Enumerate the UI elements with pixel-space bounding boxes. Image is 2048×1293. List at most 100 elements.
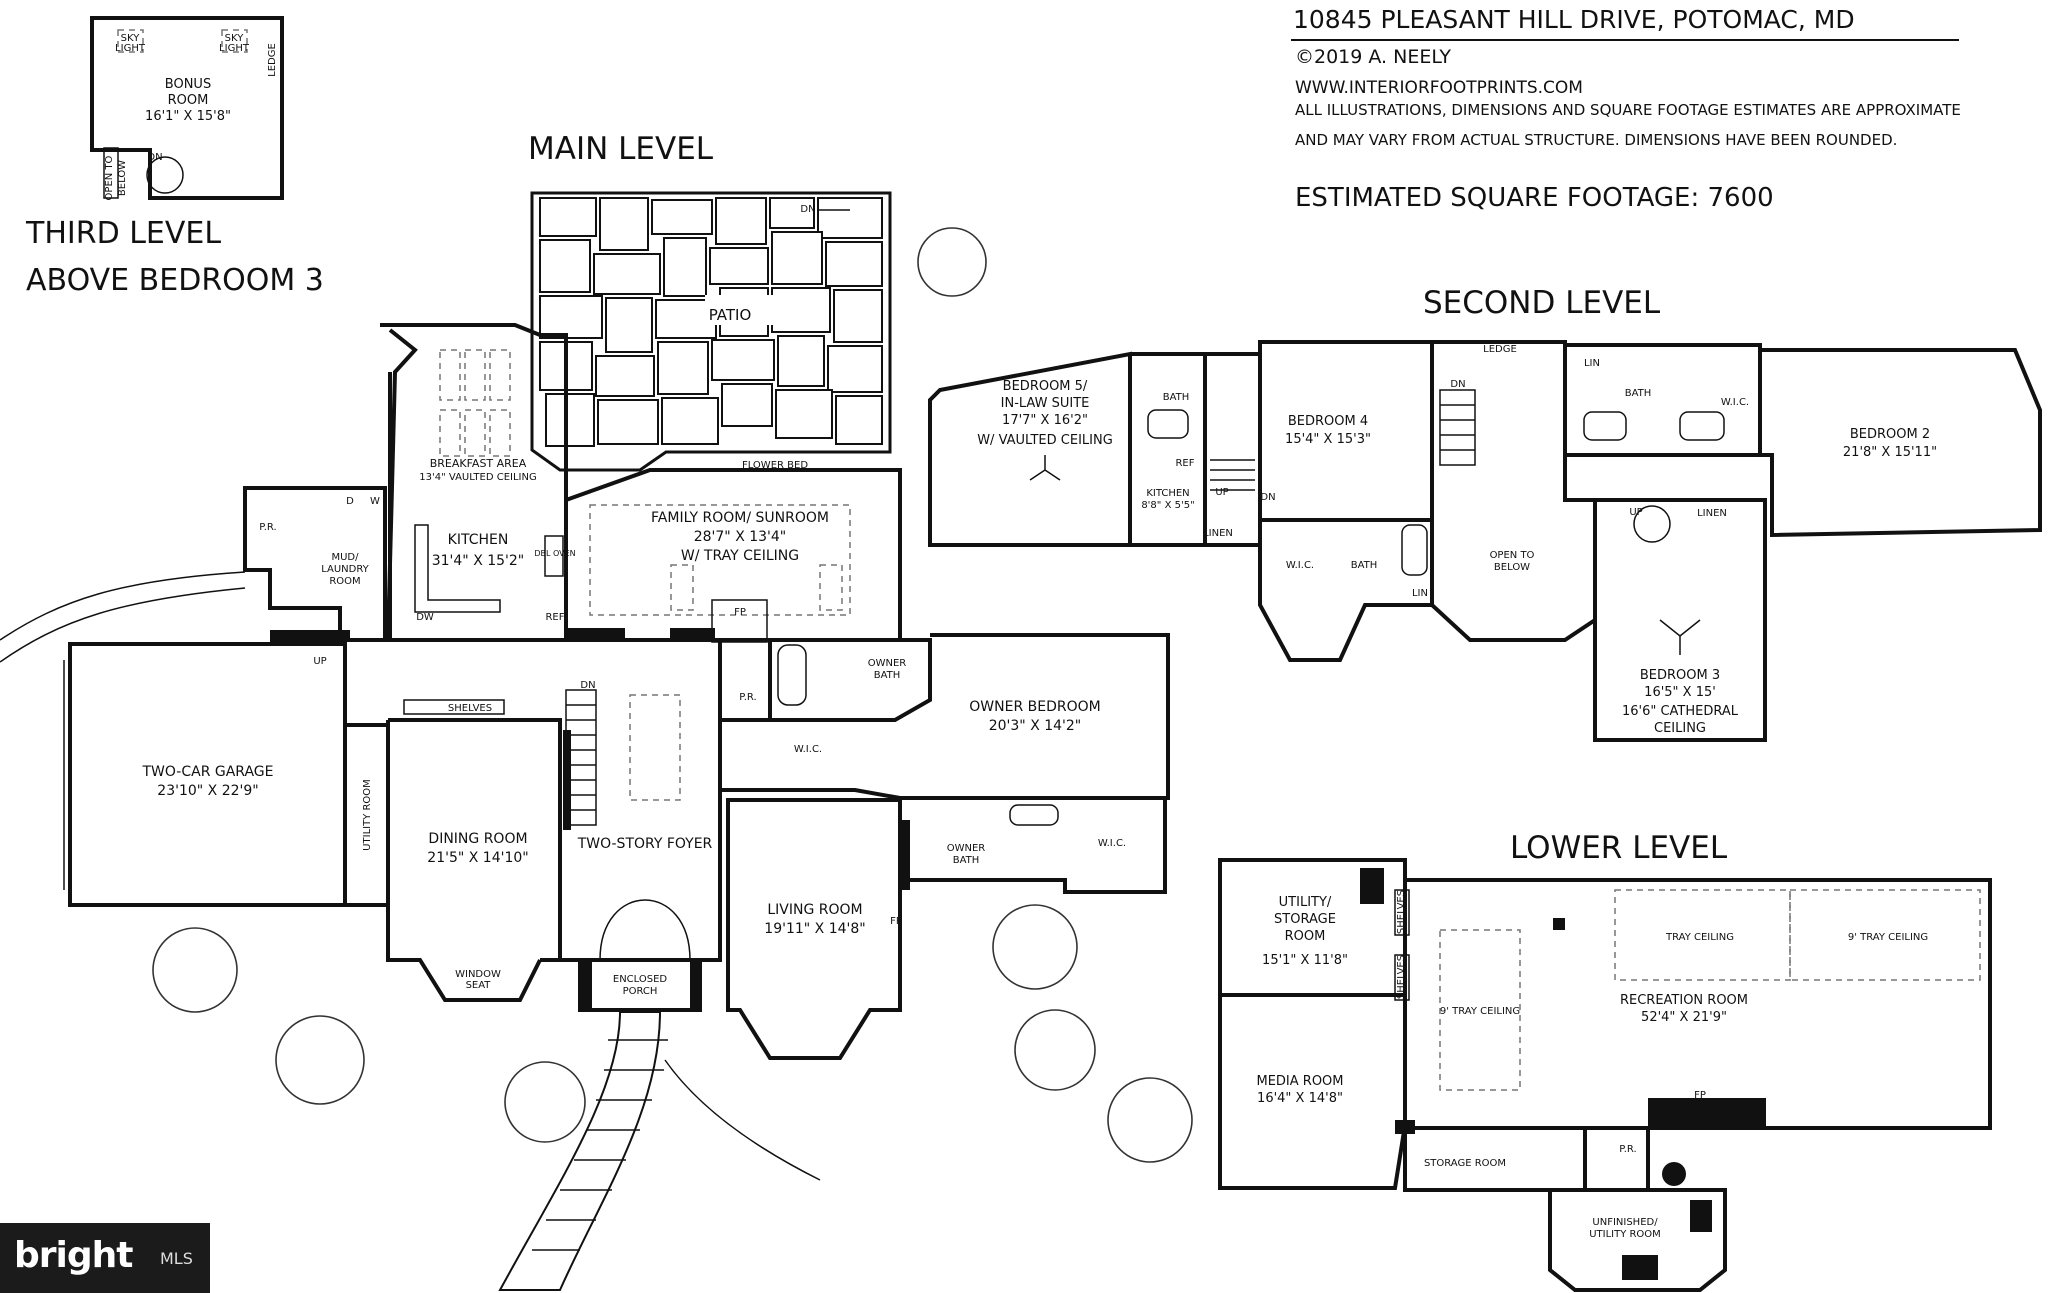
bonus-room-label: ROOM: [168, 93, 209, 108]
porch-label: PORCH: [623, 986, 658, 997]
third-level-title: THIRD LEVEL: [26, 216, 222, 251]
linen-label: LINEN: [1203, 528, 1233, 539]
second-level-plan: BEDROOM 5/ IN-LAW SUITE 17'7" X 16'2" W/…: [928, 340, 2042, 742]
living-room-dimensions: 19'11" X 14'8": [764, 921, 865, 937]
bedroom-2-dimensions: 21'8" X 15'11": [1843, 445, 1937, 460]
walk-in-closet-label: W.I.C.: [794, 744, 822, 755]
tray-ceiling-label: TRAY CEILING: [1665, 932, 1734, 943]
owner-bedroom-dimensions: 20'3" X 14'2": [989, 718, 1082, 734]
linen-label: LINEN: [1697, 508, 1727, 519]
suite-kitchen-label: KITCHEN: [1146, 488, 1189, 499]
skylight-label: SKY: [121, 33, 141, 44]
media-room-dimensions: 16'4" X 14'8": [1257, 1091, 1343, 1106]
walk-in-closet-label: W.I.C.: [1721, 397, 1749, 408]
mud-room-label: MUD/: [331, 552, 359, 563]
lower-level-title: LOWER LEVEL: [1510, 830, 1728, 866]
mud-room-label: ROOM: [329, 576, 360, 587]
open-to-below-label: BELOW: [117, 160, 128, 196]
tray-ceiling-label: 9' TRAY CEILING: [1848, 932, 1928, 943]
bedroom-3-label: BEDROOM 3: [1640, 668, 1720, 683]
refrigerator-label: REF: [545, 612, 564, 623]
owner-bath-label: OWNER: [868, 658, 907, 669]
living-room-label: LIVING ROOM: [767, 902, 862, 918]
stair-up-label: UP: [1629, 507, 1642, 518]
stair-down-label: DN: [1450, 379, 1465, 390]
garage-stair-label: UP: [313, 656, 326, 667]
dishwasher-label: DW: [416, 612, 434, 623]
powder-room-label: P.R.: [259, 522, 276, 533]
bonus-room-label: BONUS: [165, 77, 211, 92]
owner-bath-label: BATH: [874, 670, 901, 681]
bedroom-5-note: W/ VAULTED CEILING: [977, 433, 1113, 448]
foyer-label: TWO-STORY FOYER: [577, 836, 713, 852]
dryer-label: D: [346, 496, 354, 507]
powder-room-label: P.R.: [1619, 1144, 1636, 1155]
family-room-label: FAMILY ROOM/ SUNROOM: [651, 510, 829, 526]
main-level-title: MAIN LEVEL: [528, 131, 714, 167]
bedroom-3-note: CEILING: [1654, 721, 1706, 736]
refrigerator-label: REF: [1175, 458, 1194, 469]
bedroom-4-label: BEDROOM 4: [1288, 414, 1368, 429]
disclaimer-line-2: AND MAY VARY FROM ACTUAL STRUCTURE. DIME…: [1295, 131, 1898, 149]
flower-bed-label: FLOWER BED: [742, 460, 808, 471]
ledge-label: LEDGE: [267, 43, 278, 77]
owner-bath-label: BATH: [953, 855, 980, 866]
dining-room-label: DINING ROOM: [428, 831, 527, 847]
skylight-label: SKY: [225, 33, 245, 44]
third-level-subtitle: ABOVE BEDROOM 3: [26, 263, 324, 298]
patio-stair-label: DN: [800, 204, 815, 215]
media-room-label: MEDIA ROOM: [1256, 1074, 1343, 1089]
open-to-below-label: OPEN TO: [1490, 550, 1535, 561]
tray-ceiling-label: 9' TRAY CEILING: [1440, 1006, 1520, 1017]
website: WWW.INTERIORFOOTPRINTS.COM: [1295, 78, 1583, 98]
utility-storage-label: ROOM: [1285, 929, 1326, 944]
patio: PATIO DN FLOWER BED: [530, 191, 892, 472]
bedroom-4-dimensions: 15'4" X 15'3": [1285, 432, 1371, 447]
washer-label: W: [370, 496, 380, 507]
front-walkway: [498, 1011, 821, 1291]
unfinished-room-label: UNFINISHED/: [1592, 1217, 1658, 1228]
second-level-title: SECOND LEVEL: [1423, 285, 1661, 321]
bath-label: BATH: [1625, 388, 1652, 399]
mud-room-label: LAUNDRY: [321, 564, 369, 575]
third-level-plan: SKY LIGHT SKY LIGHT LEDGE BONUS ROOM 16'…: [90, 16, 284, 200]
walk-in-closet-label: W.I.C.: [1098, 838, 1126, 849]
logo-brand: bright: [14, 1235, 133, 1276]
recreation-room-dimensions: 52'4" X 21'9": [1641, 1010, 1727, 1025]
unfinished-room-label: UTILITY ROOM: [1589, 1229, 1661, 1240]
breakfast-area-dimensions: 13'4" VAULTED CEILING: [419, 472, 536, 483]
utility-storage-dimensions: 15'1" X 11'8": [1262, 953, 1348, 968]
shelves-label: SHELVES: [1396, 890, 1407, 934]
landscape-trees: [152, 227, 1193, 1163]
foyer-stair-label: DN: [580, 680, 595, 691]
window-seat-label: SEAT: [466, 980, 492, 991]
open-to-below-label: OPEN TO: [104, 155, 115, 200]
recreation-room-label: RECREATION ROOM: [1620, 993, 1748, 1008]
main-level-plan: BREAKFAST AREA 13'4" VAULTED CEILING KIT…: [0, 323, 1170, 1060]
stair-up-label: UP: [1215, 487, 1228, 498]
ledge-label: LEDGE: [1483, 344, 1517, 355]
window-seat-label: WINDOW: [455, 969, 501, 980]
lower-level-plan: UTILITY/ STORAGE ROOM 15'1" X 11'8" SHEL…: [1218, 858, 1992, 1292]
utility-storage-label: UTILITY/: [1279, 895, 1332, 910]
utility-storage-label: STORAGE: [1274, 912, 1336, 927]
address-title: 10845 PLEASANT HILL DRIVE, POTOMAC, MD: [1293, 5, 1855, 34]
bedroom-5-dimensions: 17'7" X 16'2": [1002, 413, 1088, 428]
family-room-dimensions: 28'7" X 13'4": [694, 529, 787, 545]
linen-label: LIN: [1412, 588, 1428, 599]
porch-label: ENCLOSED: [613, 974, 668, 985]
kitchen-dimensions: 31'4" X 15'2": [432, 553, 525, 569]
garage-label: TWO-CAR GARAGE: [142, 764, 274, 780]
stair-down-label: DN: [1260, 492, 1275, 503]
bonus-room-dimensions: 16'1" X 15'8": [145, 109, 231, 124]
linen-label: LIN: [1584, 358, 1600, 369]
copyright: ©2019 A. NEELY: [1295, 46, 1452, 68]
bedroom-3-note: 16'6" CATHEDRAL: [1622, 704, 1739, 719]
logo-sub: MLS: [160, 1249, 193, 1268]
skylight-label: LIGHT: [115, 43, 146, 54]
fireplace-label: FP: [734, 607, 746, 618]
owner-bedroom-label: OWNER BEDROOM: [969, 699, 1100, 715]
bath-label: BATH: [1163, 392, 1190, 403]
garage-dimensions: 23'10" X 22'9": [157, 783, 258, 799]
square-footage: ESTIMATED SQUARE FOOTAGE: 7600: [1295, 183, 1774, 213]
